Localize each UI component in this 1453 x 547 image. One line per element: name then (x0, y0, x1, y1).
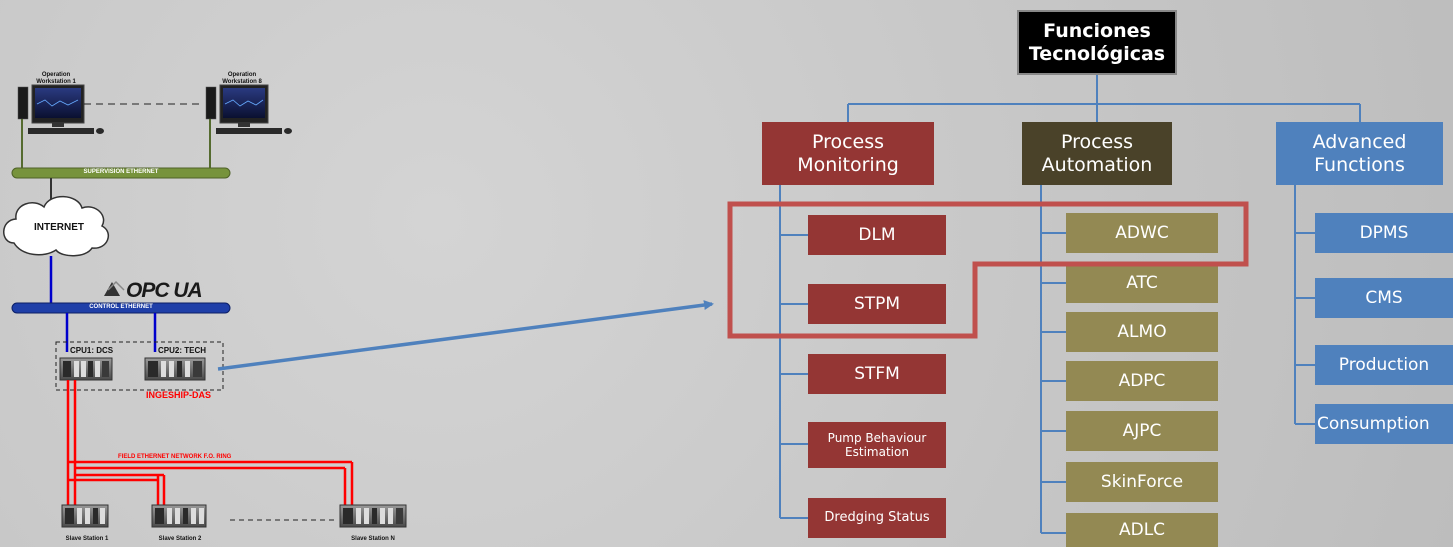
item-production: Production (1315, 345, 1453, 385)
tree-root: Funciones Tecnológicas (1017, 10, 1177, 75)
item-ajpc: AJPC (1066, 411, 1218, 451)
item-stpm: STPM (808, 284, 946, 324)
workstation-8-label: Operation Workstation 8 (222, 72, 262, 85)
control-ethernet-label-wrap: CONTROL ETHERNET (12, 303, 230, 312)
item-adpc: ADPC (1066, 361, 1218, 401)
item-pump-behaviour: Pump Behaviour Estimation (808, 422, 946, 468)
slave-station-n-icon (339, 504, 407, 528)
header-advanced-functions: Advanced Functions (1276, 122, 1443, 185)
field-network-label: FIELD ETHERNET NETWORK F.O. RING (118, 454, 232, 460)
control-ethernet-label: CONTROL ETHERNET (89, 304, 153, 310)
field-ethernet-ring (66, 380, 354, 505)
header-process-automation: Process Automation (1022, 122, 1172, 185)
header-process-monitoring: Process Monitoring (762, 122, 934, 185)
slave-station-1-icon (61, 504, 109, 528)
item-atc: ATC (1066, 263, 1218, 303)
slave-station-2-label: Slave Station 2 (158, 536, 202, 542)
internet-cloud-icon (3, 195, 110, 257)
supervision-ethernet-label: SUPERVISION ETHERNET (83, 169, 159, 175)
item-adlc: ADLC (1066, 513, 1218, 547)
internet-label: INTERNET (34, 222, 84, 233)
item-dpms: DPMS (1315, 213, 1453, 253)
system-name-label: INGESHIP-DAS (146, 390, 212, 400)
opc-logo-icon (104, 280, 125, 296)
item-dredging-status: Dredging Status (808, 498, 946, 538)
cpu2-label: CPU2: TECH (158, 346, 207, 355)
pointer-arrow (217, 300, 714, 371)
cpu1-label: CPU1: DCS (70, 346, 114, 355)
item-cms: CMS (1315, 278, 1453, 318)
workstation-8-icon (205, 84, 292, 134)
item-consumption: Consumption (1315, 404, 1453, 444)
slave-station-2-icon (151, 504, 207, 528)
supervision-ethernet-bar (11, 167, 231, 179)
item-adwc: ADWC (1066, 213, 1218, 253)
cpu2-plc-icon (144, 357, 206, 381)
slave-station-1-label: Slave Station 1 (65, 536, 109, 542)
item-almo: ALMO (1066, 312, 1218, 352)
slave-station-n-label: Slave Station N (351, 536, 395, 542)
cpu-enclosure (55, 341, 224, 391)
control-ethernet-bar (11, 302, 231, 314)
supervision-ethernet-label-wrap: SUPERVISION ETHERNET (12, 168, 230, 177)
cpu1-plc-icon (59, 357, 113, 381)
workstation-1-label: Operation Workstation 1 (36, 72, 76, 85)
item-stfm: STFM (808, 354, 946, 394)
opc-ua-logo: OPC UA (126, 279, 203, 302)
item-dlm: DLM (808, 215, 946, 255)
item-skinforce: SkinForce (1066, 462, 1218, 502)
